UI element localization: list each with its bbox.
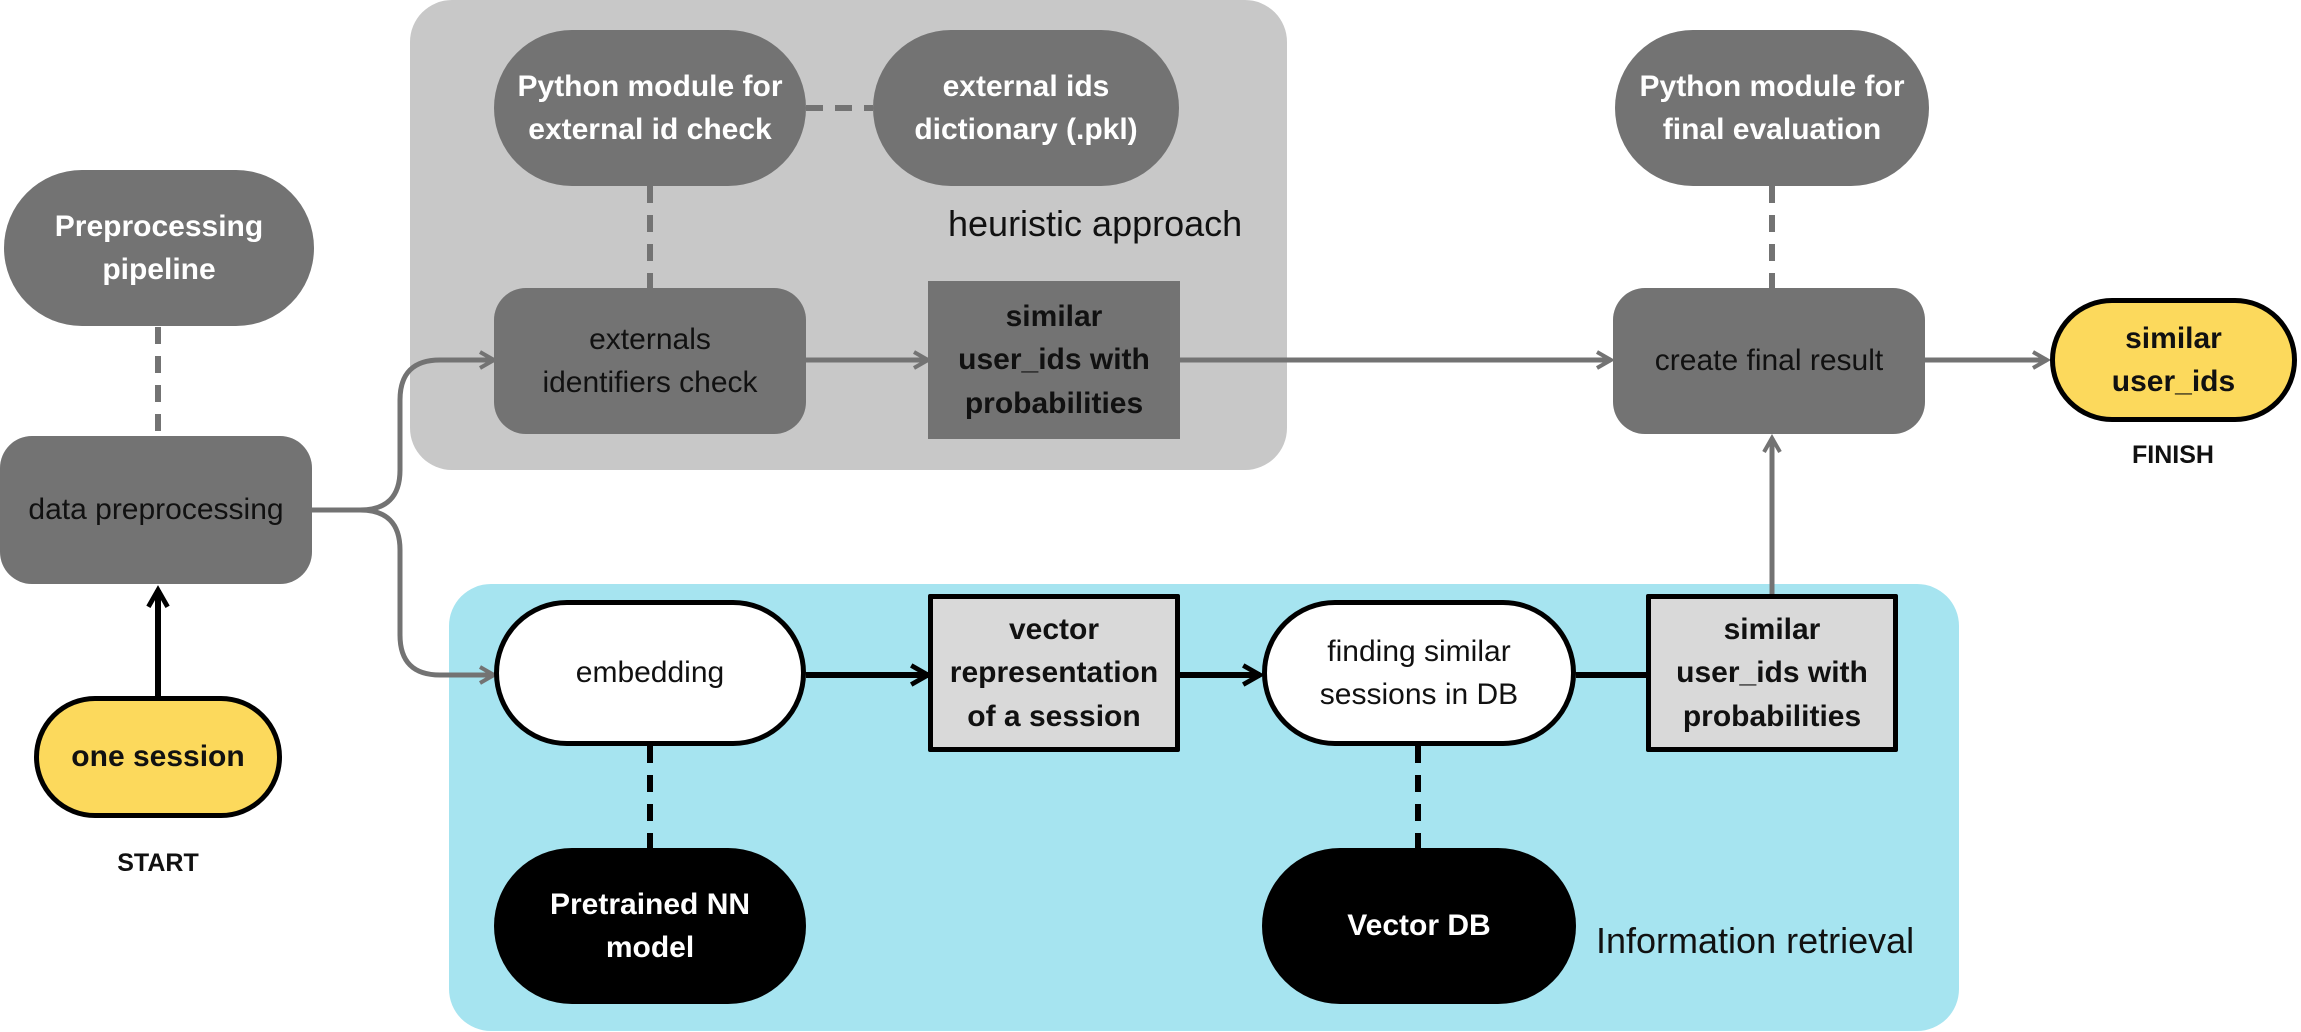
retrieval-region-label: Information retrieval	[1596, 920, 1915, 961]
arrow-preproc-to-heuristic	[312, 350, 499, 513]
python-module-external-node: Python module for external id check	[494, 30, 806, 186]
similar-ids-retrieval-node: similar user_ids with probabilities	[1646, 594, 1898, 752]
heuristic-region-label: heuristic approach	[948, 203, 1243, 244]
create-final-result-node: create final result	[1613, 288, 1925, 434]
similar-user-ids-output-node: similar user_ids	[2050, 298, 2297, 422]
one-session-node: one session	[34, 696, 282, 818]
retrieval-region	[449, 584, 1959, 1031]
preprocessing-pipeline-node: Preprocessing pipeline	[4, 170, 314, 326]
arrow-preproc-to-embedding	[312, 507, 499, 685]
externals-identifiers-check-node: externals identifiers check	[494, 288, 806, 434]
vector-representation-node: vector representation of a session	[928, 594, 1180, 752]
embedding-node: embedding	[494, 600, 806, 746]
finding-similar-sessions-node: finding similar sessions in DB	[1262, 600, 1576, 746]
similar-ids-heuristic-node: similar user_ids with probabilities	[928, 281, 1180, 439]
external-ids-dictionary-node: external ids dictionary (.pkl)	[873, 30, 1179, 186]
finish-label: FINISH	[2132, 441, 2214, 469]
data-preprocessing-node: data preprocessing	[0, 436, 312, 584]
pretrained-nn-model-node: Pretrained NN model	[494, 848, 806, 1004]
start-label: START	[117, 849, 199, 877]
vector-db-node: Vector DB	[1262, 848, 1576, 1004]
python-module-final-node: Python module for final evaluation	[1615, 30, 1929, 186]
